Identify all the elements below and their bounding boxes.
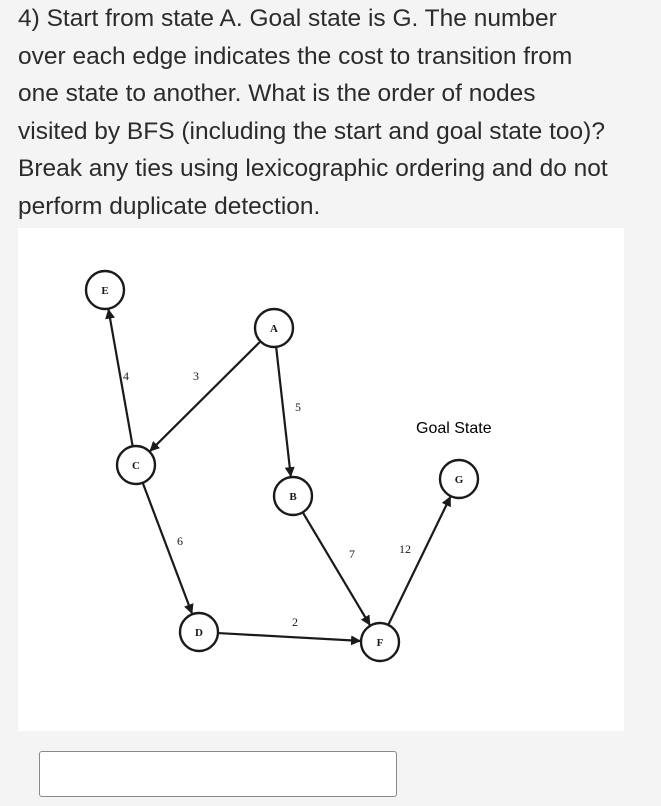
- question-line-3: one state to another. What is the order …: [18, 80, 536, 108]
- edge-cost-c-d: 6: [177, 534, 183, 548]
- node-label-g: G: [455, 474, 464, 486]
- node-b: B: [272, 475, 314, 517]
- question-line-6: perform duplicate detection.: [18, 192, 321, 220]
- graph-diagram: 4 3 5 6 7 2 12 E A C B G D F Goal State: [18, 228, 624, 731]
- edge-cost-b-f: 7: [349, 547, 355, 561]
- question-line-5: Break any ties using lexicographic order…: [18, 155, 608, 183]
- node-label-b: B: [289, 491, 297, 503]
- node-label-c: C: [132, 460, 140, 472]
- edge-cost-f-g: 12: [399, 542, 411, 556]
- node-circle-c: [115, 444, 157, 486]
- node-circle-b: [272, 475, 314, 517]
- node-circle-f: [359, 621, 401, 663]
- node-d: D: [178, 611, 220, 653]
- question-line-2: over each edge indicates the cost to tra…: [18, 42, 573, 70]
- node-label-a: A: [270, 323, 278, 335]
- edge-b-f: [301, 511, 371, 626]
- question-line-4: visited by BFS (including the start and …: [18, 117, 605, 145]
- edge-cost-a-c: 3: [193, 369, 199, 383]
- node-e: E: [84, 269, 126, 311]
- edge-cost-a-b: 5: [295, 400, 301, 414]
- question-line-1: 4) Start from state A. Goal state is G. …: [18, 5, 557, 32]
- edge-c-e: [105, 308, 134, 447]
- node-circle-g: [438, 458, 480, 500]
- node-label-d: D: [195, 627, 203, 639]
- answer-input[interactable]: [39, 751, 397, 797]
- edge-f-g: [387, 496, 452, 626]
- node-f: F: [359, 621, 401, 663]
- node-circle-a: [253, 307, 295, 349]
- node-circle-d: [178, 611, 220, 653]
- edge-c-d: [141, 482, 194, 615]
- edge-cost-d-f: 2: [292, 615, 298, 629]
- question-text: 4) Start from state A. Goal state is G. …: [18, 0, 648, 226]
- edge-cost-c-e: 4: [123, 369, 129, 383]
- edge-a-b: [275, 346, 295, 478]
- goal-state-annotation: Goal State: [416, 420, 492, 437]
- node-a: A: [253, 307, 295, 349]
- node-g: G: [438, 458, 480, 500]
- node-c: C: [115, 444, 157, 486]
- edge-d-f: [217, 631, 362, 646]
- node-label-f: F: [377, 637, 384, 649]
- graph-svg: 4 3 5 6 7 2 12 E A C B G D F Goal State: [84, 269, 492, 663]
- node-circle-e: [84, 269, 126, 311]
- node-label-e: E: [101, 285, 108, 297]
- edge-a-c: [149, 340, 262, 452]
